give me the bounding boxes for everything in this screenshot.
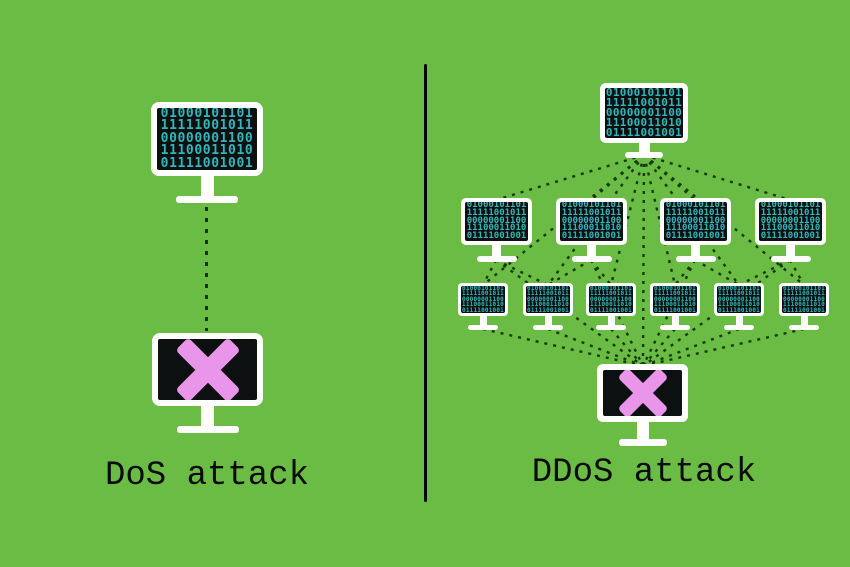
monitor-base	[571, 256, 612, 262]
monitor-base	[724, 325, 754, 330]
x-icon	[621, 371, 665, 415]
monitor-stand	[638, 143, 650, 152]
dos-attack-label: DoS attack	[104, 457, 310, 495]
monitor-base	[533, 325, 563, 330]
monitor-base	[660, 325, 690, 330]
monitor-stand	[786, 245, 795, 256]
monitor-base	[468, 325, 498, 330]
monitor-base	[476, 256, 517, 262]
monitor-stand	[691, 245, 700, 256]
monitor-base	[176, 426, 239, 433]
ddos-victim-monitor	[597, 364, 688, 446]
panel-divider	[424, 64, 427, 502]
monitor-base	[789, 325, 819, 330]
monitor-stand	[492, 245, 501, 256]
monitor-frame	[597, 364, 688, 422]
monitor-stand	[201, 406, 214, 426]
monitor-base	[625, 152, 663, 158]
monitor-base	[618, 439, 667, 446]
monitor-stand	[607, 316, 615, 325]
crashed-screen	[603, 370, 682, 416]
monitor-stand	[800, 316, 808, 325]
dos-victim-monitor	[152, 333, 263, 433]
ddos-attack-label: DDoS attack	[531, 454, 757, 492]
monitor-stand	[479, 316, 487, 325]
monitor-base	[596, 325, 626, 330]
x-icon	[180, 342, 236, 398]
monitor-base	[770, 256, 811, 262]
monitor-stand	[587, 245, 596, 256]
crashed-screen	[158, 339, 257, 400]
monitor-stand	[544, 316, 552, 325]
monitor-base	[675, 256, 716, 262]
monitor-base	[176, 196, 238, 203]
monitor-stand	[671, 316, 679, 325]
monitor-stand	[735, 316, 743, 325]
monitor-frame	[152, 333, 263, 406]
monitor-stand	[636, 422, 649, 439]
monitor-stand	[200, 176, 214, 196]
